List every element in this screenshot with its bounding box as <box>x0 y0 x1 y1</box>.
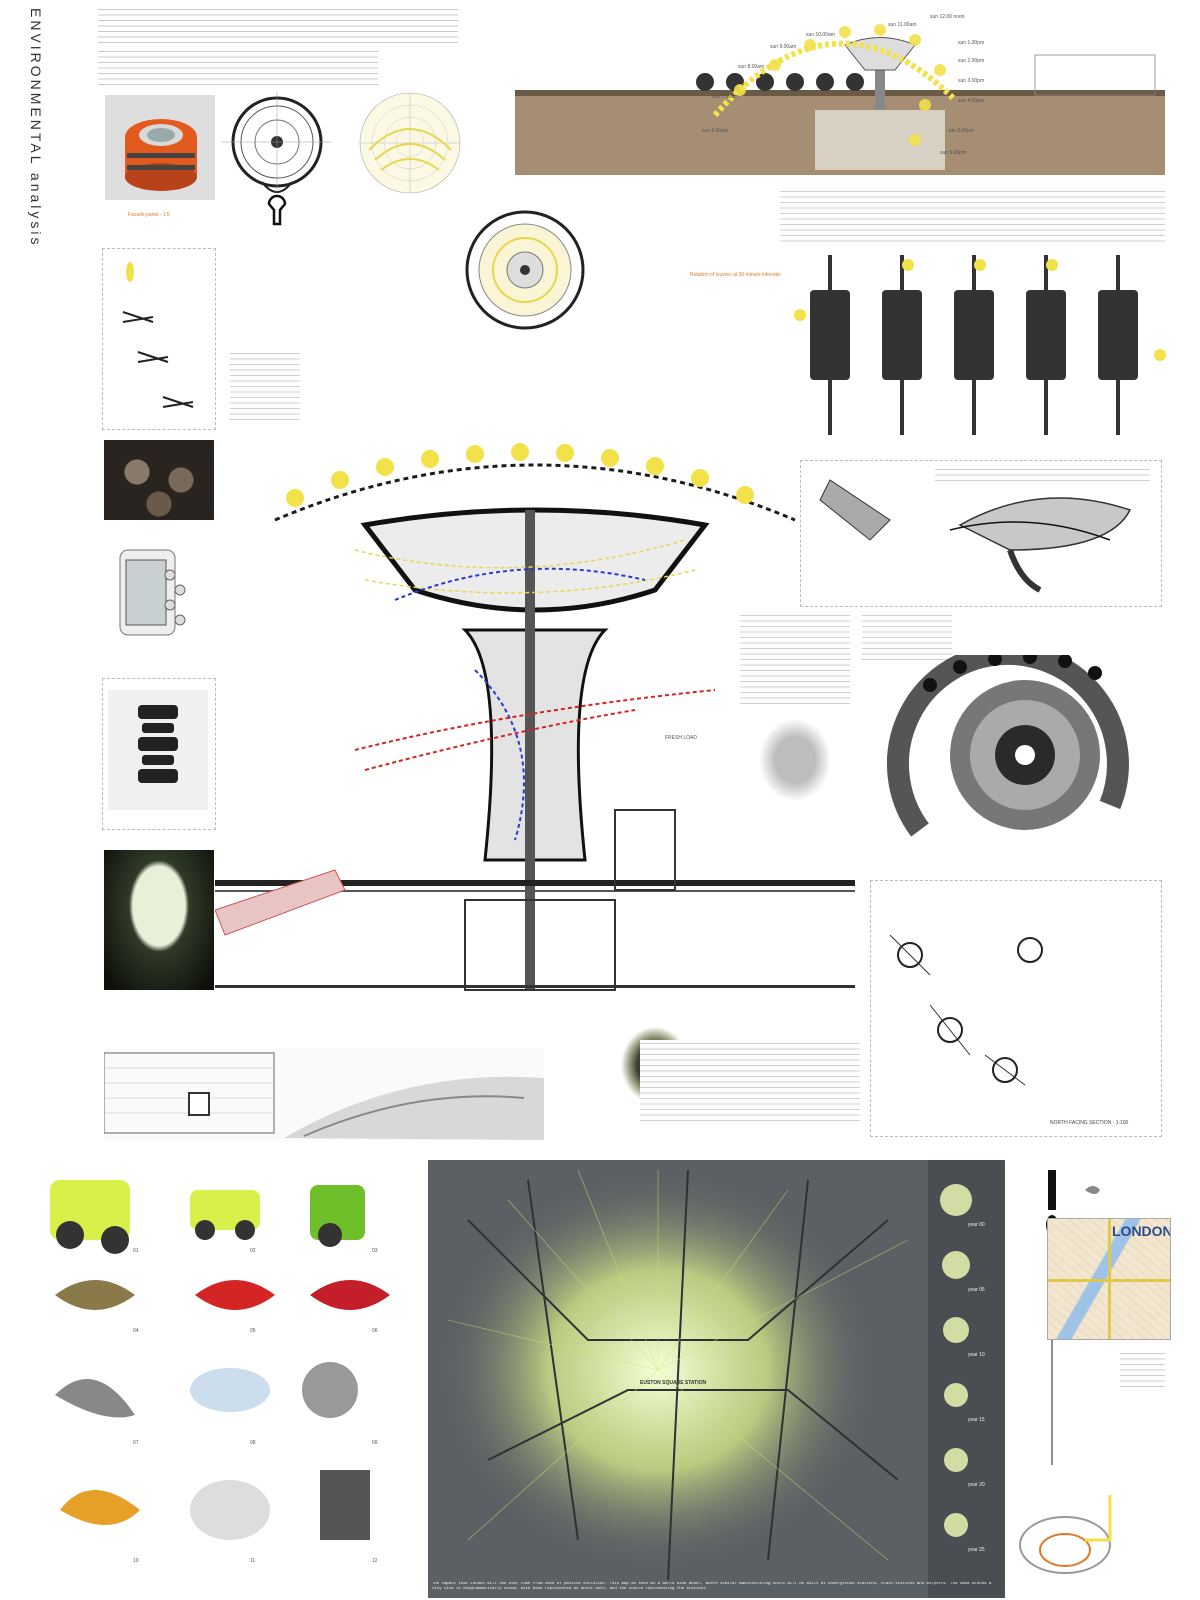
vertebrae-render <box>108 690 208 810</box>
fan-text <box>230 350 300 420</box>
year-row-2: year 10 <box>968 1352 985 1358</box>
year-row-4: year 20 <box>968 1482 985 1488</box>
street-map: LONDON <box>1047 1218 1171 1340</box>
facade-module-render <box>105 95 215 200</box>
intro-text-block-2 <box>98 48 378 88</box>
year-row-1: year 05 <box>968 1287 985 1293</box>
left-panel-frame <box>102 248 216 430</box>
year-row-0: year 00 <box>968 1222 985 1228</box>
sun-label-10: sun 4.00pm <box>958 98 985 104</box>
fan-module-diagram <box>122 262 194 408</box>
bottom-text-block <box>640 1040 860 1125</box>
map-footer: The impact that London will see over tim… <box>432 1582 992 1591</box>
vehicle-num-10: 10 <box>133 1558 139 1564</box>
section-caption: NORTH FACING SECTION - 1:100 <box>1050 1120 1129 1126</box>
ribbon-render <box>760 720 830 800</box>
vehicle-num-7: 07 <box>133 1440 139 1446</box>
vehicle-num-9: 09 <box>372 1440 378 1446</box>
site-section-drawing <box>515 10 1165 180</box>
vehicle-num-2: 02 <box>250 1248 256 1254</box>
street-map-notes <box>1120 1350 1165 1390</box>
sun-label-0: sun 6.00am <box>702 128 729 134</box>
sun-label-9: sun 3.00pm <box>958 78 985 84</box>
airflow-text <box>935 466 1150 484</box>
fresh-load-label: FRESH LOAD <box>665 735 697 741</box>
detail-frame <box>870 880 1162 1137</box>
sun-path-diagram <box>359 92 461 194</box>
vehicle-num-3: 03 <box>372 1248 378 1254</box>
vehicle-num-12: 12 <box>372 1558 378 1564</box>
canopy-plan <box>465 210 585 330</box>
vehicle-num-1: 01 <box>133 1248 139 1254</box>
sheet-title-text: ENVIRONMENTAL analysis <box>28 8 44 248</box>
sun-label-4: sun 10.00am <box>806 32 835 38</box>
vehicle-num-11: 11 <box>250 1558 256 1564</box>
canopy-airflow-render <box>819 479 1132 593</box>
vehicle-num-6: 06 <box>372 1328 378 1334</box>
left-panel-frame-2 <box>102 678 216 830</box>
sheet-title: ENVIRONMENTAL analysis <box>22 8 46 278</box>
plan-drawing <box>222 92 332 226</box>
honeycomb-photo <box>104 440 214 520</box>
tower-section-drawing <box>215 440 855 1000</box>
year-row-3: year 15 <box>968 1417 985 1423</box>
sun-label-11: sun 5.00pm <box>948 128 975 134</box>
canopy-text <box>740 612 850 707</box>
sun-label-8: sun 2.00pm <box>958 58 985 64</box>
louver-sequence <box>794 255 1166 435</box>
sun-label-3: sun 9.00am <box>770 44 797 50</box>
sun-label-2: sun 8.00am <box>738 64 765 70</box>
site-text-block <box>780 188 1165 246</box>
street-map-title: LONDON <box>1112 1223 1171 1239</box>
station-label: EUSTON SQUARE STATION <box>640 1380 707 1386</box>
sun-label-7: sun 1.00pm <box>958 40 985 46</box>
facade-caption: Facade panel - 1:5 <box>128 212 170 218</box>
louver-caption: Rotation of louvres at 30 minute interva… <box>690 272 781 278</box>
sun-label-12: sun 6.00pm <box>940 150 967 156</box>
train-section <box>104 1048 544 1140</box>
sun-label-1: sun 7.00am <box>712 94 739 100</box>
skylight-photo <box>104 850 214 990</box>
right-panel-frame <box>800 460 1162 607</box>
circular-plan <box>886 655 1129 837</box>
vehicle-num-5: 05 <box>250 1328 256 1334</box>
intro-text-block <box>98 6 458 46</box>
rotation-detail <box>889 934 1043 1086</box>
air-unit-render <box>110 535 200 645</box>
london-network-map <box>428 1160 1005 1598</box>
sun-label-6: sun 12.00 noon <box>930 14 965 20</box>
vehicle-num-8: 08 <box>250 1440 256 1446</box>
year-row-5: year 25 <box>968 1547 985 1553</box>
circular-plan-notes <box>862 612 952 662</box>
vehicle-num-4: 04 <box>133 1328 139 1334</box>
vehicle-grid <box>30 1165 410 1595</box>
sun-label-5: sun 11.00am <box>888 22 917 28</box>
